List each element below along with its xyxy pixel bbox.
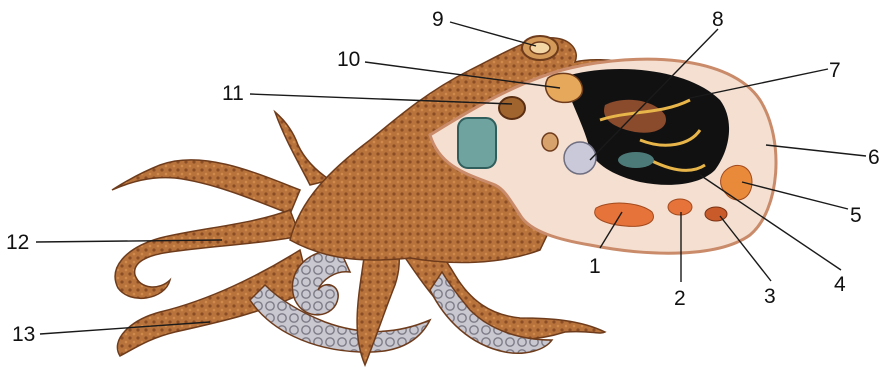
arm-upper-left: [112, 160, 300, 214]
label-8: 8: [712, 8, 724, 31]
leader-9: [450, 22, 536, 46]
label-10: 10: [337, 48, 360, 71]
ink-sac: [499, 97, 525, 119]
label-11: 11: [222, 82, 244, 105]
arm-bottom-suckers: [250, 285, 430, 352]
kidney: [705, 207, 727, 221]
label-9: 9: [432, 8, 444, 31]
label-4: 4: [834, 273, 846, 296]
eye: [522, 36, 558, 60]
label-2: 2: [674, 287, 686, 310]
brain-lobe: [546, 73, 583, 102]
leader-6: [766, 145, 866, 156]
label-3: 3: [764, 285, 776, 308]
heart: [668, 199, 692, 215]
arm-upper-short: [275, 112, 330, 185]
label-13: 13: [12, 323, 35, 346]
funnel-section: [458, 118, 496, 168]
gill: [618, 152, 654, 168]
label-6: 6: [868, 146, 880, 169]
crop-sac: [542, 133, 558, 151]
label-7: 7: [829, 59, 841, 82]
label-5: 5: [850, 204, 862, 227]
label-12: 12: [6, 231, 29, 254]
label-1: 1: [589, 255, 601, 278]
